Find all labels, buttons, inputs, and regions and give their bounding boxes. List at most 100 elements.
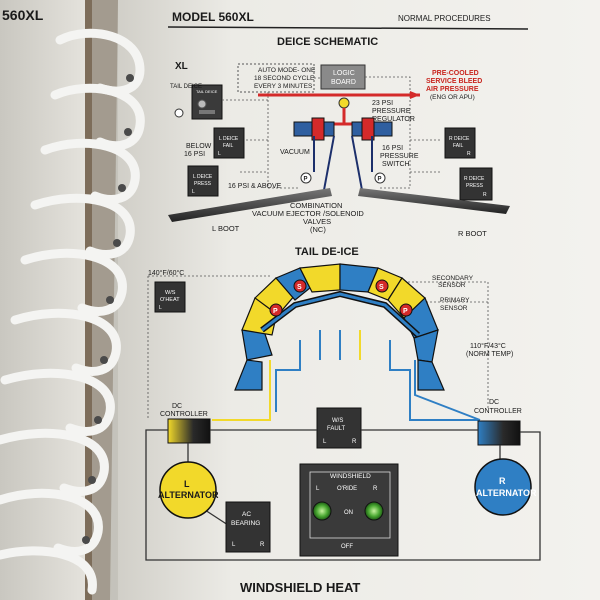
svg-text:L: L: [323, 439, 327, 445]
primary-line2: SENSOR: [440, 305, 468, 312]
precooled-line2: SERVICE BLEED: [426, 78, 482, 85]
norm-temp-line2: (NORM TEMP): [466, 351, 513, 358]
svg-text:FAIL: FAIL: [453, 143, 464, 149]
svg-text:W/S: W/S: [332, 418, 343, 424]
pressure-regulator: [338, 97, 350, 109]
switch-line2: PRESSURE: [380, 153, 419, 160]
panel-r: R: [373, 486, 378, 492]
svg-text:ALTERNATOR: ALTERNATOR: [158, 490, 219, 500]
annunciator-r-deice-press: R DEICE PRESS R: [459, 167, 493, 201]
annunciator-ws-fault: W/S FAULT L R: [316, 407, 362, 449]
panel-title: WINDSHIELD: [330, 473, 371, 480]
power-wiring: [145, 429, 541, 561]
bleed-air-arrow-icon: [410, 91, 420, 99]
right-alternator: R ALTERNATOR: [474, 458, 537, 516]
dc-controller-right-line2: CONTROLLER: [474, 408, 522, 415]
ring-indicator-icon: [174, 108, 184, 118]
secondary-line1: SECONDARY: [432, 275, 474, 282]
right-boot: [358, 188, 510, 214]
combo-line1: COMBINATION: [290, 201, 342, 210]
combo-line4: (NC): [310, 225, 326, 234]
svg-text:L: L: [184, 479, 190, 489]
panel-oride: O'RIDE: [337, 486, 357, 492]
panel-off: OFF: [341, 544, 353, 550]
primary-line1: PRIMARY: [440, 297, 470, 304]
switch-line3: SWITCH: [382, 161, 410, 168]
regulator-line2: PRESSURE: [372, 108, 411, 115]
svg-text:L DEICE: L DEICE: [193, 174, 213, 180]
xl-label: XL: [175, 61, 188, 72]
dc-controller-left: [167, 418, 211, 444]
precooled-line3: AIR PRESSURE: [426, 86, 479, 93]
below-line2: 16 PSI: [184, 151, 205, 158]
svg-text:O'HEAT: O'HEAT: [160, 297, 180, 303]
svg-text:L: L: [232, 542, 236, 548]
tail-title: TAIL DE-ICE: [295, 246, 359, 258]
svg-text:PRESS: PRESS: [194, 181, 212, 187]
binder-rings: [0, 28, 145, 595]
svg-text:PRESS: PRESS: [466, 183, 484, 189]
secondary-line2: SENSOR: [438, 282, 466, 289]
svg-text:FAULT: FAULT: [327, 426, 346, 432]
below-line1: BELOW: [186, 143, 212, 150]
svg-text:S: S: [297, 284, 302, 291]
combo-line3: VALVES: [303, 217, 331, 226]
svg-text:S: S: [379, 284, 384, 291]
svg-text:R: R: [260, 542, 265, 548]
above-label: 16 PSI & ABOVE: [228, 183, 282, 190]
toggle-switch-icon[interactable]: [197, 99, 207, 109]
svg-text:ALTERNATOR: ALTERNATOR: [476, 488, 537, 498]
deice-wiring: [222, 76, 440, 189]
left-windshield-switch-light-icon[interactable]: [312, 501, 332, 521]
l-boot-label: L BOOT: [212, 224, 240, 233]
annunciator-l-deice-press: L DEICE PRESS L: [187, 165, 219, 197]
pressure-switch-right: P: [374, 172, 386, 184]
svg-text:P: P: [304, 177, 308, 183]
dc-controller-right-line1: DC: [489, 399, 499, 406]
svg-text:BEARING: BEARING: [231, 520, 260, 527]
norm-temp-line1: 110°F/43°C: [470, 342, 506, 350]
switch-line1: 16 PSI: [382, 145, 403, 152]
svg-text:L: L: [218, 151, 221, 157]
auto-mode-line2: 18 SECOND CYCLE: [254, 75, 315, 82]
dc-controller-left-line1: DC: [172, 403, 182, 410]
svg-text:L: L: [159, 305, 162, 311]
precooled-line1: PRE-COOLED: [432, 70, 479, 77]
annunciator-l-deice-fail: L DEICE FAIL L: [213, 127, 245, 159]
combo-line2: VACUUM EJECTOR /SOLENOID: [252, 209, 364, 218]
model-title: MODEL 560XL: [172, 10, 254, 24]
tail-deice-label: TAIL DEICE: [170, 84, 202, 90]
vacuum-ejector-valve-right: [351, 117, 393, 141]
dc-controller-left-line2: CONTROLLER: [160, 411, 208, 418]
precooled-line4: (ENG OR APU): [430, 94, 475, 101]
svg-text:R DEICE: R DEICE: [449, 136, 470, 142]
logic-board: [320, 64, 366, 90]
panel-on: ON: [344, 510, 353, 516]
svg-text:R: R: [483, 192, 487, 198]
logic-board-line1: LOGIC: [333, 70, 355, 77]
svg-text:L: L: [192, 189, 195, 195]
regulator-line3: REGULATOR: [372, 116, 415, 123]
auto-mode-line1: AUTO MODE- ONE: [258, 67, 316, 74]
regulator-line1: 23 PSI: [372, 100, 393, 107]
left-boot: [168, 188, 332, 222]
ring-holes: [82, 74, 134, 544]
annunciator-ac-bearing: AC BEARING L R: [225, 501, 271, 553]
header-rule: [167, 26, 529, 30]
windshield-heat-title: WINDSHIELD HEAT: [240, 580, 360, 595]
svg-text:R: R: [467, 151, 471, 157]
svg-text:P: P: [403, 308, 408, 315]
svg-text:FAIL: FAIL: [223, 143, 234, 149]
dc-controller-right: [477, 420, 521, 446]
pressure-switch-left: P: [300, 172, 312, 184]
svg-text:R: R: [499, 476, 506, 486]
right-windshield-switch-light-icon[interactable]: [364, 501, 384, 521]
svg-text:W/S: W/S: [165, 290, 176, 296]
svg-text:R DEICE: R DEICE: [464, 176, 485, 182]
svg-text:P: P: [378, 177, 382, 183]
svg-text:L DEICE: L DEICE: [219, 136, 239, 142]
annunciator-ws-oheat: W/S O'HEAT L: [154, 281, 186, 313]
arc-wires: [212, 330, 481, 421]
tail-deice-switch-panel: TAIL DEICE: [191, 84, 223, 120]
